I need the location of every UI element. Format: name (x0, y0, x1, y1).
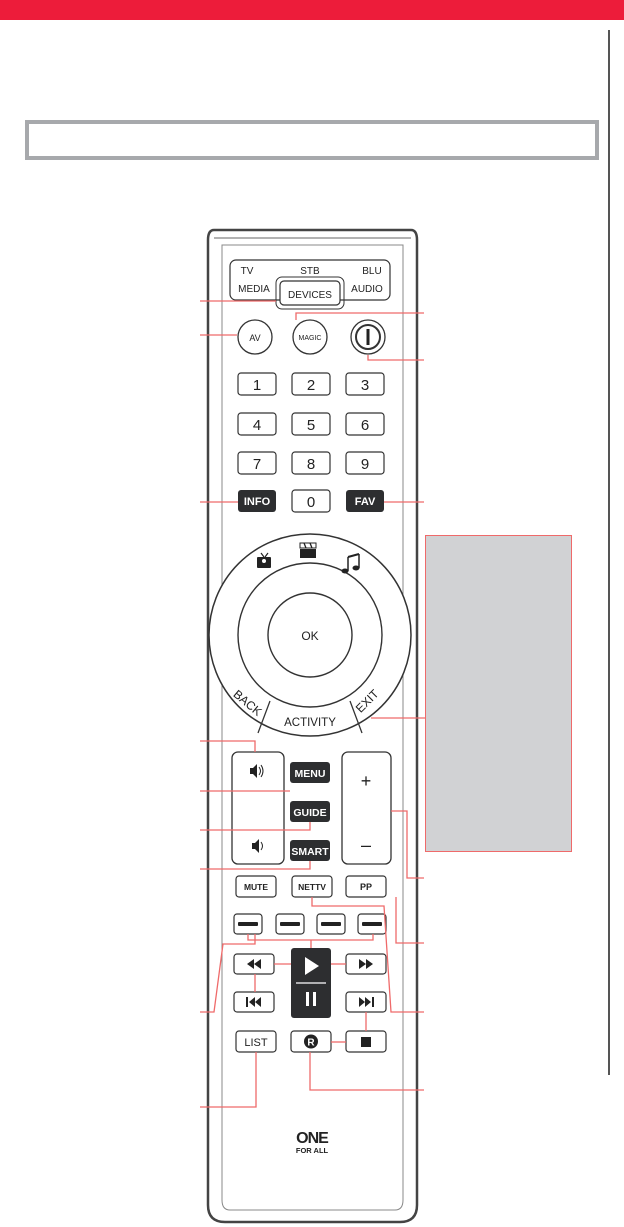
key-5[interactable] (291, 412, 331, 436)
stop-icon (361, 1037, 371, 1047)
svg-text:LIST: LIST (244, 1037, 268, 1049)
brand-logo-line1: ONE (296, 1130, 329, 1147)
svg-text:6: 6 (361, 417, 369, 434)
smart-button[interactable] (290, 840, 330, 861)
number-pad: 1 2 3 4 5 6 7 8 9 INFO 0 FAV (237, 372, 385, 513)
guide-button[interactable] (290, 801, 330, 822)
svg-text:0: 0 (307, 494, 315, 511)
remote-inner-outline (221, 244, 404, 1211)
volume-up-icon (250, 764, 264, 778)
music-note-icon[interactable] (341, 553, 360, 574)
svg-text:4: 4 (253, 417, 261, 434)
key-0[interactable] (291, 489, 331, 513)
clapperboard-icon[interactable] (299, 542, 317, 558)
svg-text:GUIDE: GUIDE (293, 807, 326, 819)
svg-text:1: 1 (253, 377, 261, 394)
fast-forward-icon (359, 959, 373, 969)
svg-text:INFO: INFO (244, 496, 271, 508)
channel-rocker[interactable] (341, 751, 392, 865)
record-icon (304, 1034, 318, 1049)
av-button[interactable] (237, 319, 273, 355)
svg-text:NETTV: NETTV (298, 882, 326, 892)
callout-lines (200, 300, 425, 1108)
svg-text:9: 9 (361, 456, 369, 473)
channel-down-label: – (361, 835, 371, 855)
magic-label: MAGIC (299, 335, 322, 342)
key-6[interactable] (345, 412, 385, 436)
device-blu-label: BLU (362, 266, 381, 277)
svg-text:FAV: FAV (355, 496, 376, 508)
svg-text:PP: PP (360, 882, 372, 892)
key-7[interactable] (237, 451, 277, 475)
svg-text:7: 7 (253, 456, 261, 473)
device-selector[interactable]: TV STB BLU MEDIA DEVICES AUDIO (229, 259, 391, 310)
ok-label: OK (301, 629, 318, 643)
svg-text:SMART: SMART (291, 846, 329, 858)
av-label: AV (249, 333, 260, 343)
svg-text:MUTE: MUTE (244, 882, 268, 892)
svg-text:5: 5 (307, 417, 315, 434)
device-tv-label: TV (241, 266, 254, 277)
fav-button[interactable] (346, 490, 384, 512)
volume-down-icon (252, 839, 263, 853)
key-9[interactable] (345, 451, 385, 475)
page-edge-bar (608, 30, 610, 1075)
devices-button-label: DEVICES (288, 290, 332, 301)
svg-text:2: 2 (307, 377, 315, 394)
play-icon (305, 957, 319, 975)
key-3[interactable] (345, 372, 385, 396)
device-audio-label: AUDIO (351, 284, 383, 295)
magic-button[interactable] (292, 319, 328, 355)
key-2[interactable] (291, 372, 331, 396)
svg-text:R: R (307, 1038, 315, 1049)
volume-rocker[interactable] (231, 751, 285, 865)
menu-button[interactable] (290, 762, 330, 783)
skip-back-icon (246, 997, 261, 1007)
tv-icon[interactable] (257, 552, 271, 568)
skip-forward-icon (359, 997, 374, 1007)
rewind-icon (247, 959, 261, 969)
brand-header-bar (0, 0, 624, 20)
svg-text:8: 8 (307, 456, 315, 473)
colour-keys (233, 913, 387, 935)
pause-icon (306, 992, 316, 1006)
svg-text:3: 3 (361, 377, 369, 394)
activity-button-label[interactable]: ACTIVITY (284, 717, 336, 729)
brand-logo-line2: FOR ALL (296, 1146, 329, 1155)
device-stb-label: STB (300, 266, 320, 277)
device-media-label: MEDIA (238, 284, 270, 295)
info-button[interactable] (238, 490, 276, 512)
key-8[interactable] (291, 451, 331, 475)
power-icon (366, 329, 370, 345)
navigation-ring: OK BACK ACTIVITY EXIT (208, 533, 412, 737)
devices-button[interactable] (279, 280, 341, 306)
key-1[interactable] (237, 372, 277, 396)
pp-button[interactable] (345, 875, 387, 898)
callout-panel (425, 535, 572, 852)
ok-button[interactable] (267, 592, 353, 678)
svg-text:MENU: MENU (295, 768, 326, 780)
key-4[interactable] (237, 412, 277, 436)
channel-up-label: + (361, 771, 372, 791)
section-title-box (25, 120, 599, 160)
mute-button[interactable] (235, 875, 277, 898)
